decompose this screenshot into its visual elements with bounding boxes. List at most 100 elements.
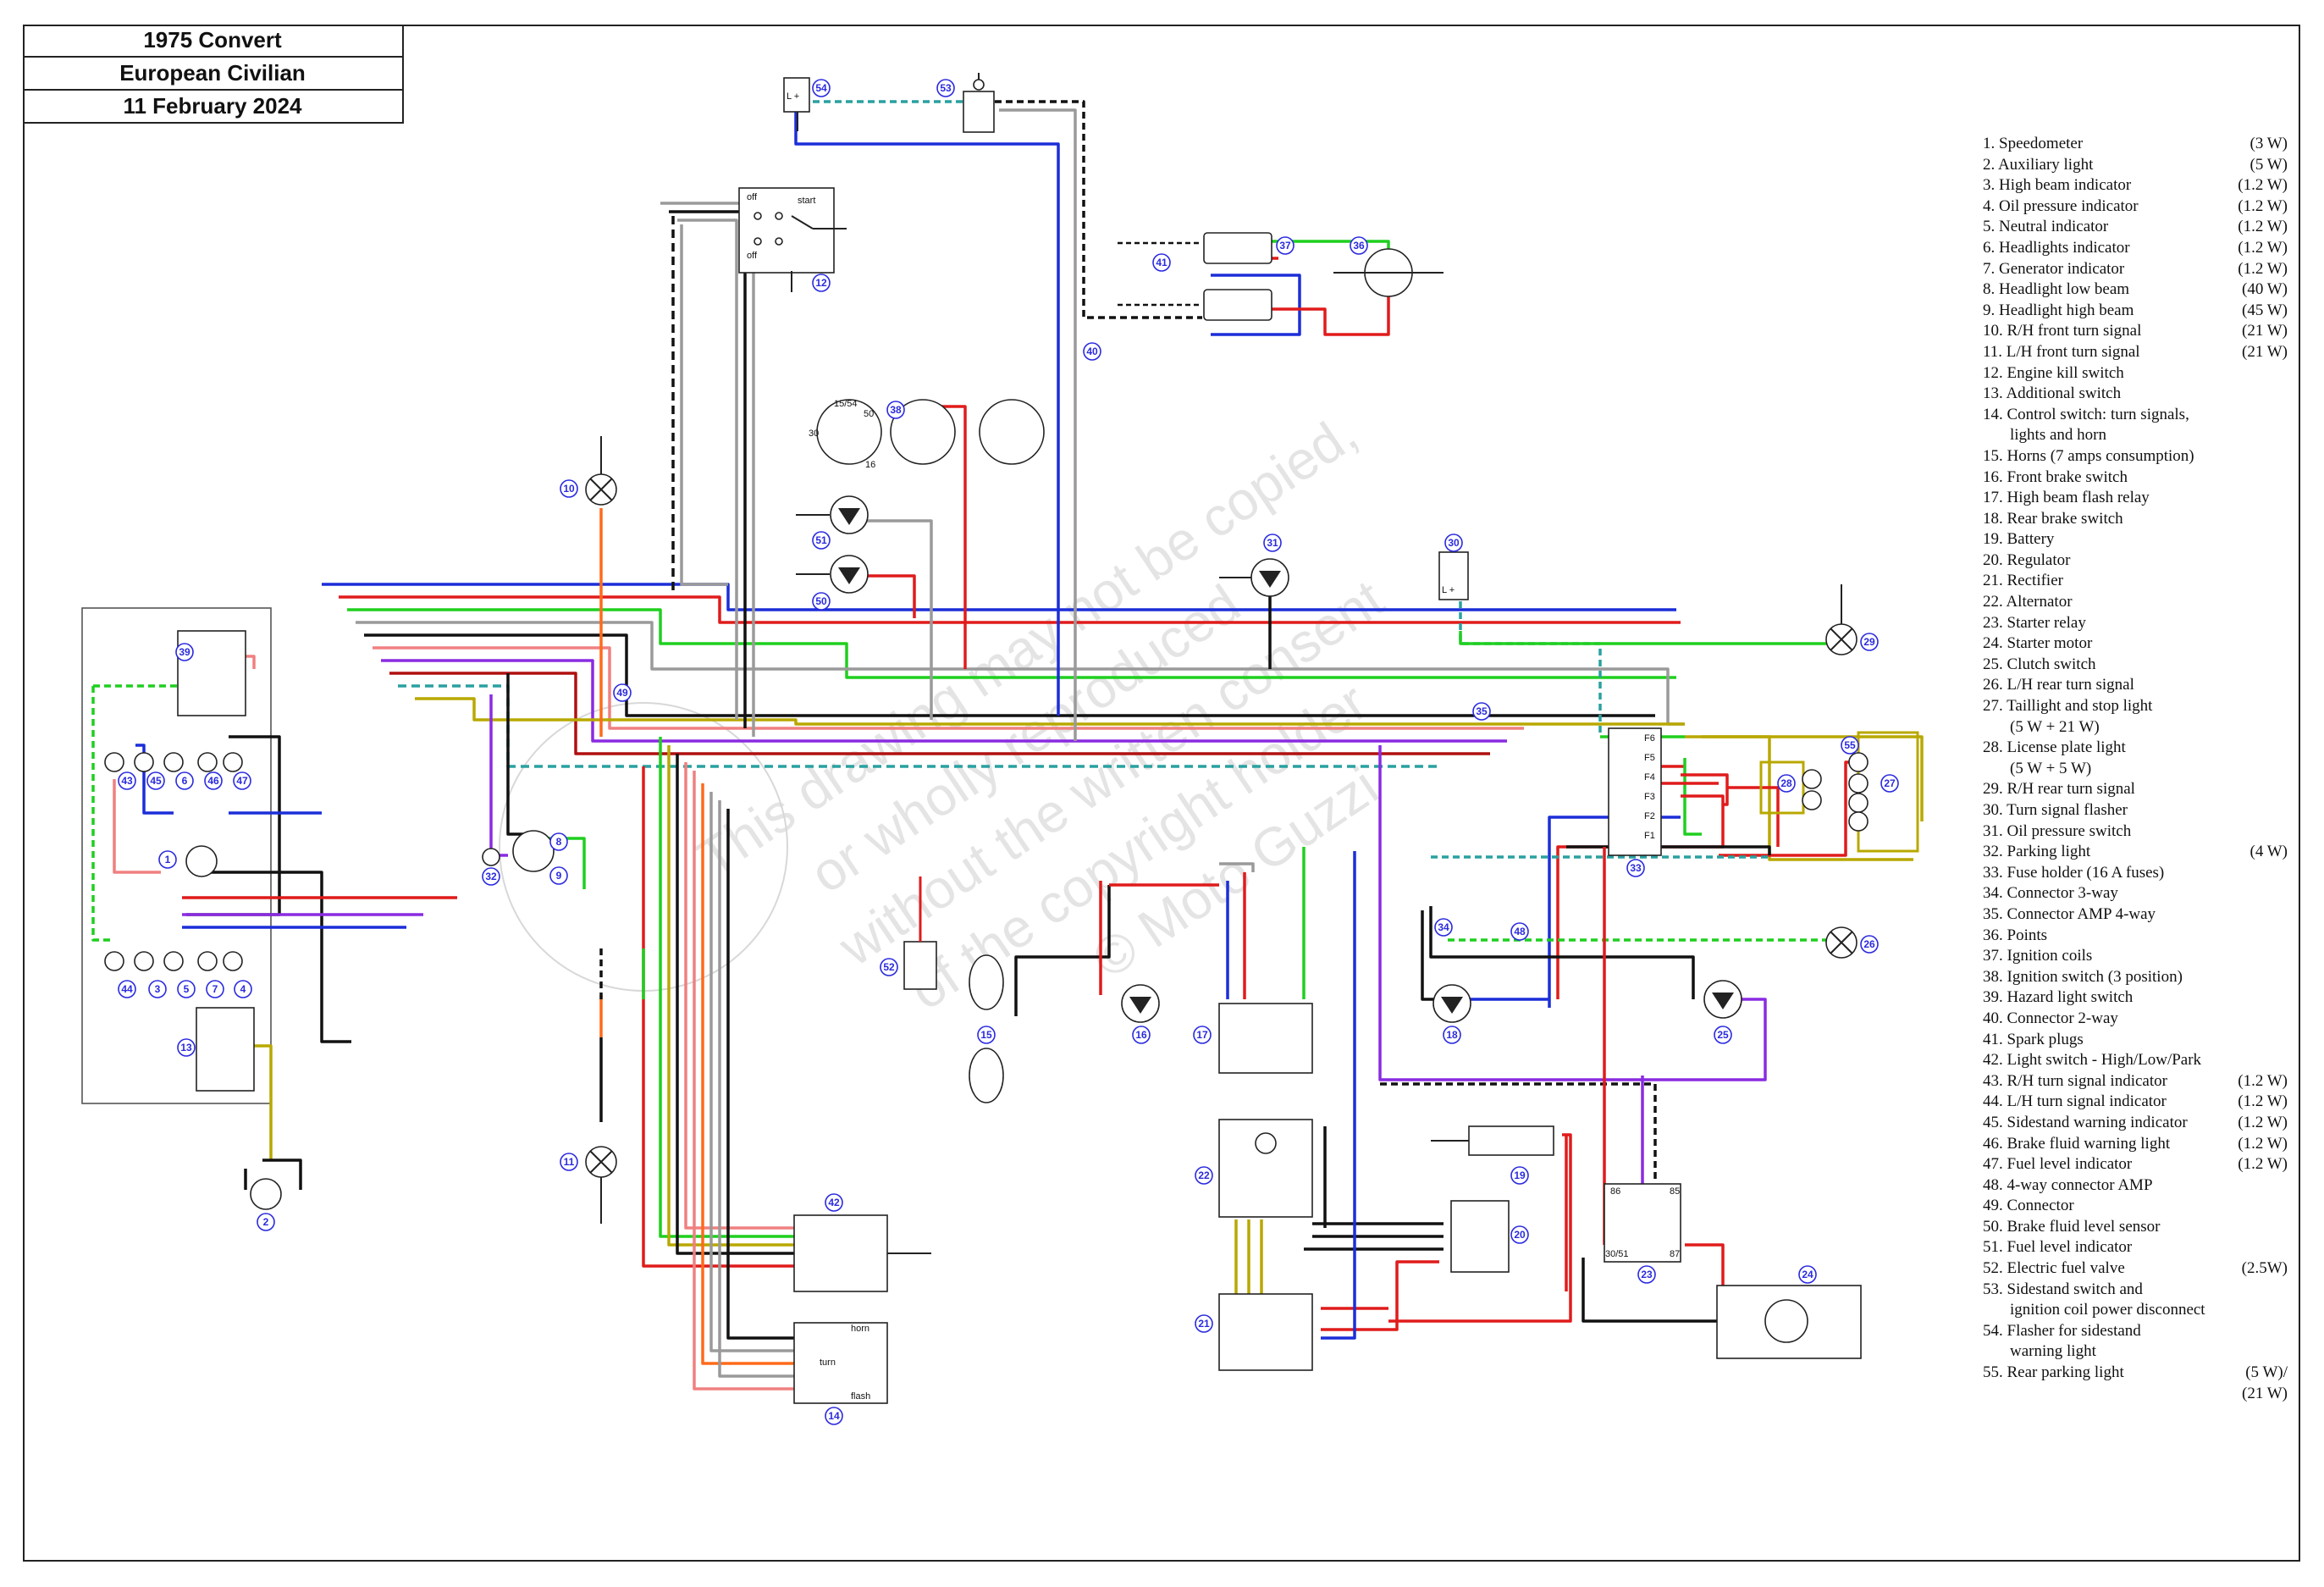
- legend-label: 4. Oil pressure indicator: [1983, 196, 2139, 215]
- svg-text:1: 1: [165, 854, 171, 865]
- svg-text:16: 16: [1135, 1029, 1147, 1041]
- svg-text:25: 25: [1717, 1029, 1729, 1041]
- wire-black-53: [995, 100, 1202, 319]
- legend-label: 10. R/H front turn signal: [1983, 322, 2142, 340]
- legend-label: 21. Rectifier: [1983, 572, 2063, 590]
- additional-switch: [196, 1007, 255, 1092]
- wire-black-main: [364, 633, 1655, 717]
- legend-wattage: (1.2 W): [2238, 238, 2288, 257]
- auxiliary-light: [250, 1178, 282, 1210]
- legend-continuation: (5 W + 5 W): [2010, 759, 2092, 777]
- component-number-27: 27: [1880, 774, 1899, 793]
- wire-red-main: [339, 595, 1681, 624]
- legend-item: 11. L/H front turn signal(21 W): [1983, 342, 2288, 363]
- legend-item: 20. Regulator: [1983, 550, 2288, 572]
- legend-wattage: (1.2 W): [2238, 176, 2288, 195]
- legend-item: 2. Auxiliary light(5 W): [1983, 155, 2288, 176]
- dashboard-frame: [81, 607, 272, 1104]
- horns: [969, 954, 1004, 1103]
- wire-red-points: [1270, 288, 1390, 336]
- component-number-19: 19: [1510, 1166, 1529, 1185]
- alternator: [1218, 1119, 1313, 1218]
- legend-label: 45. Sidestand warning indicator: [1983, 1113, 2188, 1131]
- legend-item: 6. Headlights indicator(1.2 W): [1983, 238, 2288, 259]
- legend-item: 54. Flasher for sidestand: [1983, 1321, 2288, 1342]
- wire-purple-25: [1378, 745, 1767, 1081]
- relay-87-label: 87: [1670, 1249, 1680, 1259]
- legend-wattage: (1.2 W): [2238, 1155, 2288, 1174]
- horn-label: horn: [851, 1324, 869, 1334]
- svg-text:31: 31: [1267, 537, 1278, 549]
- indicator-row-bottom: [104, 951, 243, 971]
- svg-text:34: 34: [1438, 921, 1449, 933]
- svg-text:37: 37: [1279, 240, 1291, 252]
- svg-text:32: 32: [485, 871, 497, 882]
- legend-label: 22. Alternator: [1983, 593, 2073, 611]
- wire-black-2: [262, 1158, 302, 1190]
- sidestand-switch: [963, 73, 995, 133]
- legend-wattage: (4 W): [2249, 843, 2288, 861]
- wire-red-42: [642, 766, 796, 1268]
- turn-signal-flasher: L +: [1438, 551, 1469, 600]
- legend-label: 53. Sidestand switch and: [1983, 1280, 2143, 1298]
- svg-text:12: 12: [815, 277, 827, 289]
- wire-gray-ign-2: [677, 218, 738, 720]
- ign-30-label: 30: [809, 429, 819, 439]
- legend-item: 19. Battery: [1983, 529, 2288, 550]
- svg-text:24: 24: [1802, 1269, 1813, 1280]
- battery: [1431, 1125, 1554, 1156]
- fuse-f6-label: F6: [1644, 733, 1655, 744]
- component-number-28: 28: [1777, 774, 1796, 793]
- fuse-f3-label: F3: [1644, 792, 1655, 802]
- ign-1554-label: 15/54: [834, 399, 858, 409]
- rh-rear-turn-signal: [1825, 584, 1858, 655]
- legend-item: 7. Generator indicator(1.2 W): [1983, 259, 2288, 280]
- component-legend: 1. Speedometer(3 W)2. Auxiliary light(5 …: [1983, 134, 2288, 1404]
- component-number-31: 31: [1263, 534, 1282, 552]
- lh-front-turn-signal: [585, 1146, 617, 1224]
- legend-item: 28. License plate light: [1983, 738, 2288, 759]
- component-number-39: 39: [175, 643, 194, 661]
- wire-gray-ign: [660, 202, 755, 737]
- legend-label: 40. Connector 2-way: [1983, 1009, 2118, 1027]
- kill-off-top-label: off: [747, 192, 758, 202]
- starter-motor: [1716, 1285, 1862, 1359]
- wire-black-14: [726, 809, 796, 1340]
- svg-text:55: 55: [1844, 739, 1856, 751]
- relay-86-label: 86: [1610, 1186, 1620, 1197]
- legend-item: 40. Connector 2-way: [1983, 1009, 2288, 1030]
- legend-item: 39. Hazard light switch: [1983, 987, 2288, 1009]
- legend-label: 33. Fuse holder (16 A fuses): [1983, 863, 2165, 882]
- legend-label: 18. Rear brake switch: [1983, 509, 2123, 528]
- svg-text:7: 7: [213, 983, 218, 995]
- wire-gray-14-2: [718, 800, 800, 1378]
- wire-blue-main: [322, 583, 1676, 611]
- legend-label: 47. Fuel level indicator: [1983, 1155, 2133, 1174]
- component-number-49: 49: [613, 683, 632, 702]
- svg-text:33: 33: [1630, 862, 1642, 874]
- flasher-30-label: L +: [1442, 585, 1455, 595]
- legend-item: 51. Fuel level indicator: [1983, 1237, 2288, 1258]
- svg-text:28: 28: [1780, 777, 1792, 789]
- legend-label: 34. Connector 3-way: [1983, 884, 2118, 903]
- legend-item: 47. Fuel level indicator (1.2 W): [1983, 1154, 2288, 1175]
- wire-red-fuse-f3: [1681, 773, 1729, 806]
- legend-label: 19. Battery: [1983, 530, 2055, 549]
- wire-green-dash-2: [91, 686, 114, 942]
- svg-text:42: 42: [828, 1197, 840, 1208]
- component-number-36: 36: [1350, 236, 1368, 255]
- legend-label: 52. Electric fuel valve: [1983, 1259, 2125, 1278]
- rear-light-cluster: [1759, 731, 1919, 853]
- legend-item: 24. Starter motor: [1983, 633, 2288, 655]
- legend-item: 5. Neutral indicator(1.2 W): [1983, 217, 2288, 238]
- light-switch: [793, 1214, 931, 1292]
- component-number-48: 48: [1510, 922, 1529, 941]
- component-number-15: 15: [977, 1026, 996, 1044]
- component-number-14: 14: [825, 1407, 843, 1425]
- component-number-5: 5: [177, 980, 196, 998]
- legend-label: 25. Clutch switch: [1983, 655, 2096, 673]
- component-number-17: 17: [1193, 1026, 1212, 1044]
- wire-blue-coil: [1211, 274, 1301, 336]
- legend-item: 12. Engine kill switch: [1983, 363, 2288, 384]
